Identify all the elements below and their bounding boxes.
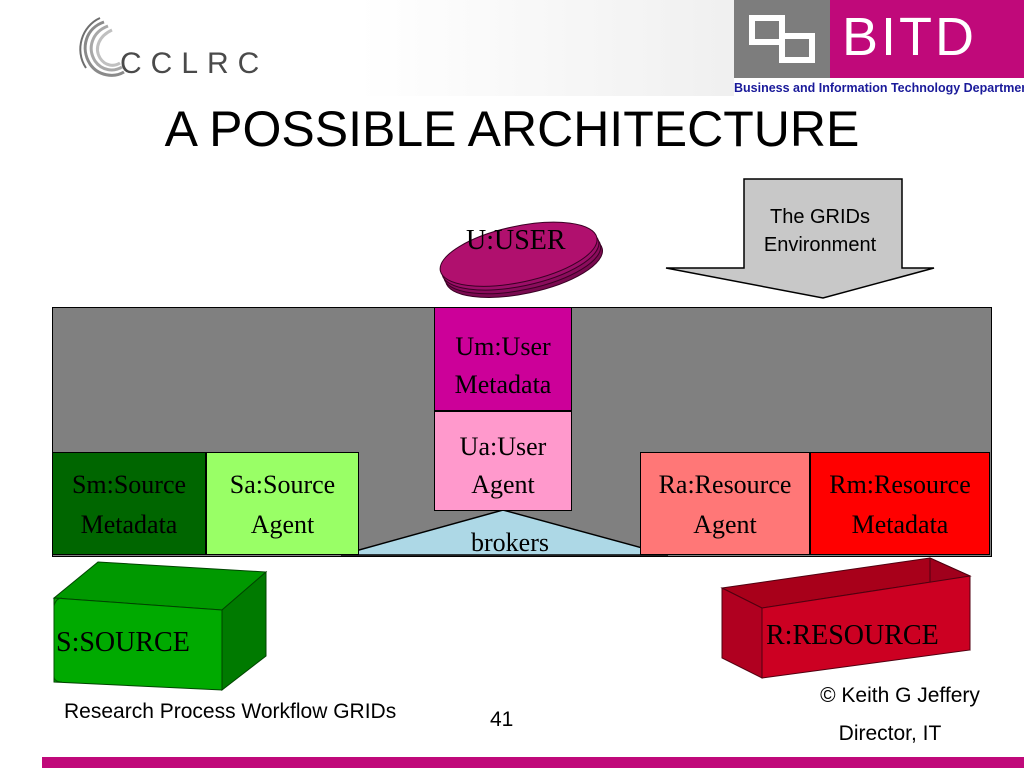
source-metadata-box: Sm:Source Metadata — [52, 452, 206, 555]
resource-metadata-box: Rm:Resource Metadata — [810, 452, 990, 555]
source-metadata-line2: Metadata — [80, 510, 178, 539]
user-label: U:USER — [466, 225, 566, 256]
bitd-logo-pink-block — [830, 0, 1024, 78]
bitd-logo: BITD Business and Information Technology… — [734, 0, 1024, 100]
user-agent-box: Ua:User Agent — [434, 411, 572, 511]
footer-copyright: © Keith G Jeffery — [820, 684, 980, 707]
source-block-shape — [52, 561, 268, 692]
resource-agent-line1: Ra:Resource — [658, 470, 792, 499]
user-metadata-box: Um:User Metadata — [434, 307, 572, 411]
user-agent-line2: Agent — [471, 470, 535, 499]
bitd-logo-text: BITD — [842, 7, 978, 67]
grids-environment-line2: Environment — [763, 234, 877, 256]
resource-block-shape — [720, 557, 972, 679]
user-metadata-line2: Metadata — [454, 370, 552, 399]
cclrc-swirl-icon — [79, 17, 125, 77]
resource-metadata-line1: Rm:Resource — [829, 470, 971, 499]
source-metadata-line1: Sm:Source — [71, 470, 187, 499]
bitd-department-name: Business and Information Technology Depa… — [734, 81, 1024, 95]
cclrc-logo-text: CCLRC — [120, 47, 269, 80]
source-agent-box: Sa:Source Agent — [206, 452, 359, 555]
footer-presentation-title: Research Process Workflow GRIDs — [64, 700, 397, 723]
resource-agent-line2: Agent — [693, 510, 757, 539]
footer-author-role: Director, IT — [838, 722, 942, 745]
brokers-label: brokers — [471, 528, 549, 557]
user-agent-line1: Ua:User — [459, 432, 547, 461]
slide-title: A POSSIBLE ARCHITECTURE — [164, 101, 860, 157]
resource-metadata-line2: Metadata — [851, 510, 949, 539]
source-label: S:SOURCE — [56, 627, 190, 658]
slide-page-number: 41 — [490, 708, 514, 731]
grids-environment-line1: The GRIDs — [769, 206, 871, 228]
footer-accent-bar — [42, 757, 1024, 768]
brokers-triangle — [340, 509, 669, 556]
resource-agent-box: Ra:Resource Agent — [640, 452, 810, 555]
grids-environment-label: The GRIDs Environment — [750, 203, 890, 259]
grids-environment-arrow — [665, 178, 935, 299]
linked-squares-icon — [749, 15, 815, 63]
source-agent-line1: Sa:Source — [229, 470, 336, 499]
user-disk-shape — [439, 221, 604, 298]
resource-label: R:RESOURCE — [766, 620, 939, 651]
user-metadata-line1: Um:User — [455, 332, 551, 361]
source-agent-line2: Agent — [250, 510, 315, 539]
